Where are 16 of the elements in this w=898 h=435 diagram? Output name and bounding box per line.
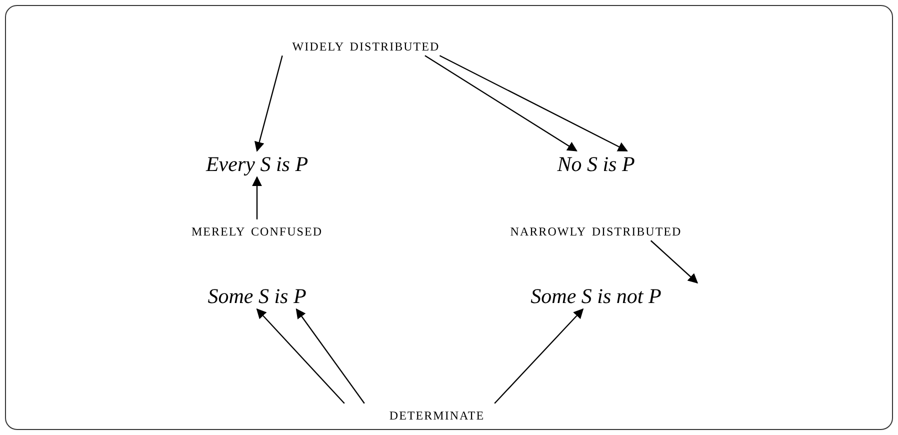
arrow: [296, 308, 365, 404]
term-label: merely confused: [191, 219, 323, 241]
arrow: [494, 308, 584, 404]
proposition-label: Some S is P: [208, 282, 306, 310]
arrow: [439, 55, 628, 152]
proposition-label: Some S is not P: [530, 282, 662, 310]
proposition-label: No S is P: [557, 150, 635, 178]
arrow: [252, 176, 262, 220]
term-label: determinate: [389, 403, 485, 425]
arrow: [256, 308, 345, 404]
term-label: narrowly distributed: [510, 219, 682, 241]
proposition-label: Every S is P: [206, 150, 308, 178]
arrow: [254, 55, 283, 152]
arrow: [650, 240, 698, 284]
arrow: [424, 55, 578, 152]
term-label: widely distributed: [292, 34, 440, 56]
